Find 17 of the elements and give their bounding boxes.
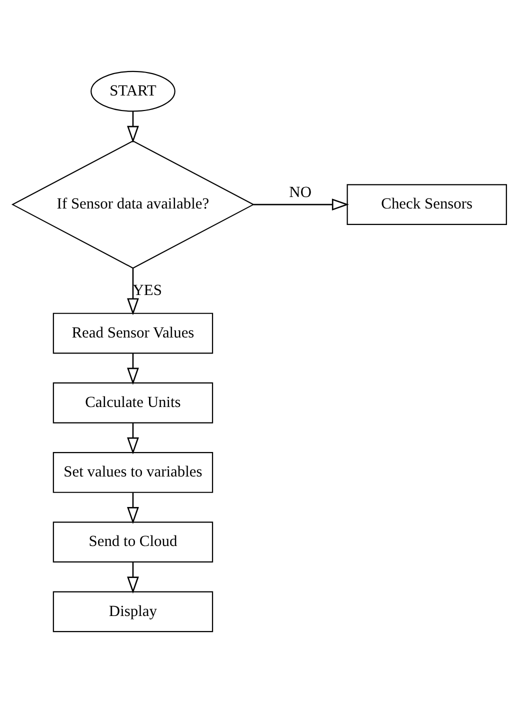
arrow — [127, 422, 139, 454]
arrow — [127, 492, 139, 524]
arrow — [127, 353, 139, 384]
arrow — [253, 198, 349, 210]
node-box: Send to Cloud — [52, 521, 214, 562]
edge-label: YES — [132, 281, 162, 298]
arrow — [127, 268, 139, 315]
arrow — [127, 110, 139, 142]
node-box: Calculate Units — [52, 382, 214, 423]
node-box: Display — [52, 590, 214, 632]
node-ellipse: START — [90, 70, 176, 112]
edge-label: NO — [289, 184, 312, 201]
node-diamond: If Sensor data available? — [11, 140, 255, 268]
node-box: Read Sensor Values — [52, 312, 214, 354]
node-box: Set values to variables — [52, 452, 214, 492]
node-box: Check Sensors — [346, 184, 507, 224]
arrow — [127, 562, 139, 594]
